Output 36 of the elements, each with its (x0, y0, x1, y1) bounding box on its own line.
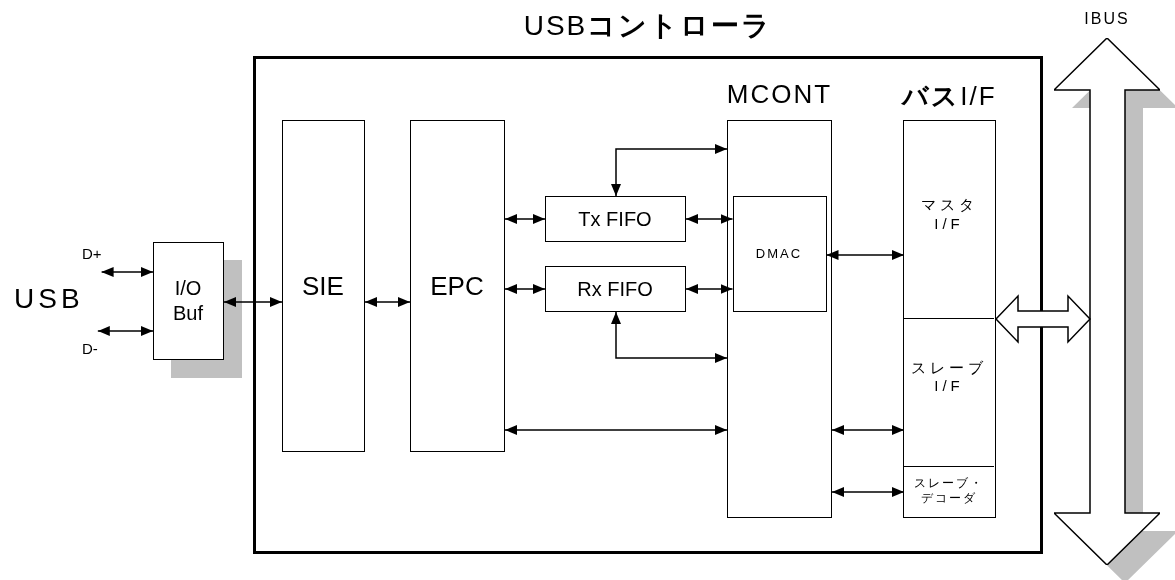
bus-connection-arrow (994, 294, 1092, 344)
block-label: スレーブ I/F (910, 358, 988, 396)
block-label: I/O Buf (172, 276, 204, 326)
arrow (504, 425, 728, 435)
fifo-box (545, 196, 686, 242)
block-label: スレーブ・デコーダ (913, 476, 985, 507)
block-box (410, 120, 505, 452)
signal-label: USB (14, 283, 84, 315)
signal-label: D+ (82, 245, 102, 262)
arrow (504, 214, 546, 224)
arrow (611, 311, 728, 363)
signal-label: D- (82, 340, 98, 357)
arrow (831, 425, 905, 435)
block-label: マスタ I/F (919, 196, 979, 234)
block-label: SIE (301, 269, 345, 303)
arrow (100, 267, 154, 277)
fifo-box (545, 266, 686, 312)
arrow (685, 284, 734, 294)
block-label: EPC (429, 269, 485, 303)
block-label: Tx FIFO (577, 206, 653, 232)
arrow (223, 297, 283, 307)
block-label: DMAC (754, 245, 804, 262)
heading: IBUS (1084, 10, 1130, 28)
arrow (685, 214, 734, 224)
arrow (364, 297, 411, 307)
arrow (611, 144, 728, 197)
buffer-box (153, 242, 224, 360)
heading: USBコントローラ (523, 9, 773, 43)
block-box (732, 195, 827, 312)
arrow (831, 487, 905, 497)
block-box (282, 120, 365, 452)
arrow (504, 284, 546, 294)
heading: MCONT (726, 79, 833, 110)
arrow (825, 250, 905, 260)
arrow (97, 326, 154, 336)
block-label: Rx FIFO (576, 276, 654, 302)
